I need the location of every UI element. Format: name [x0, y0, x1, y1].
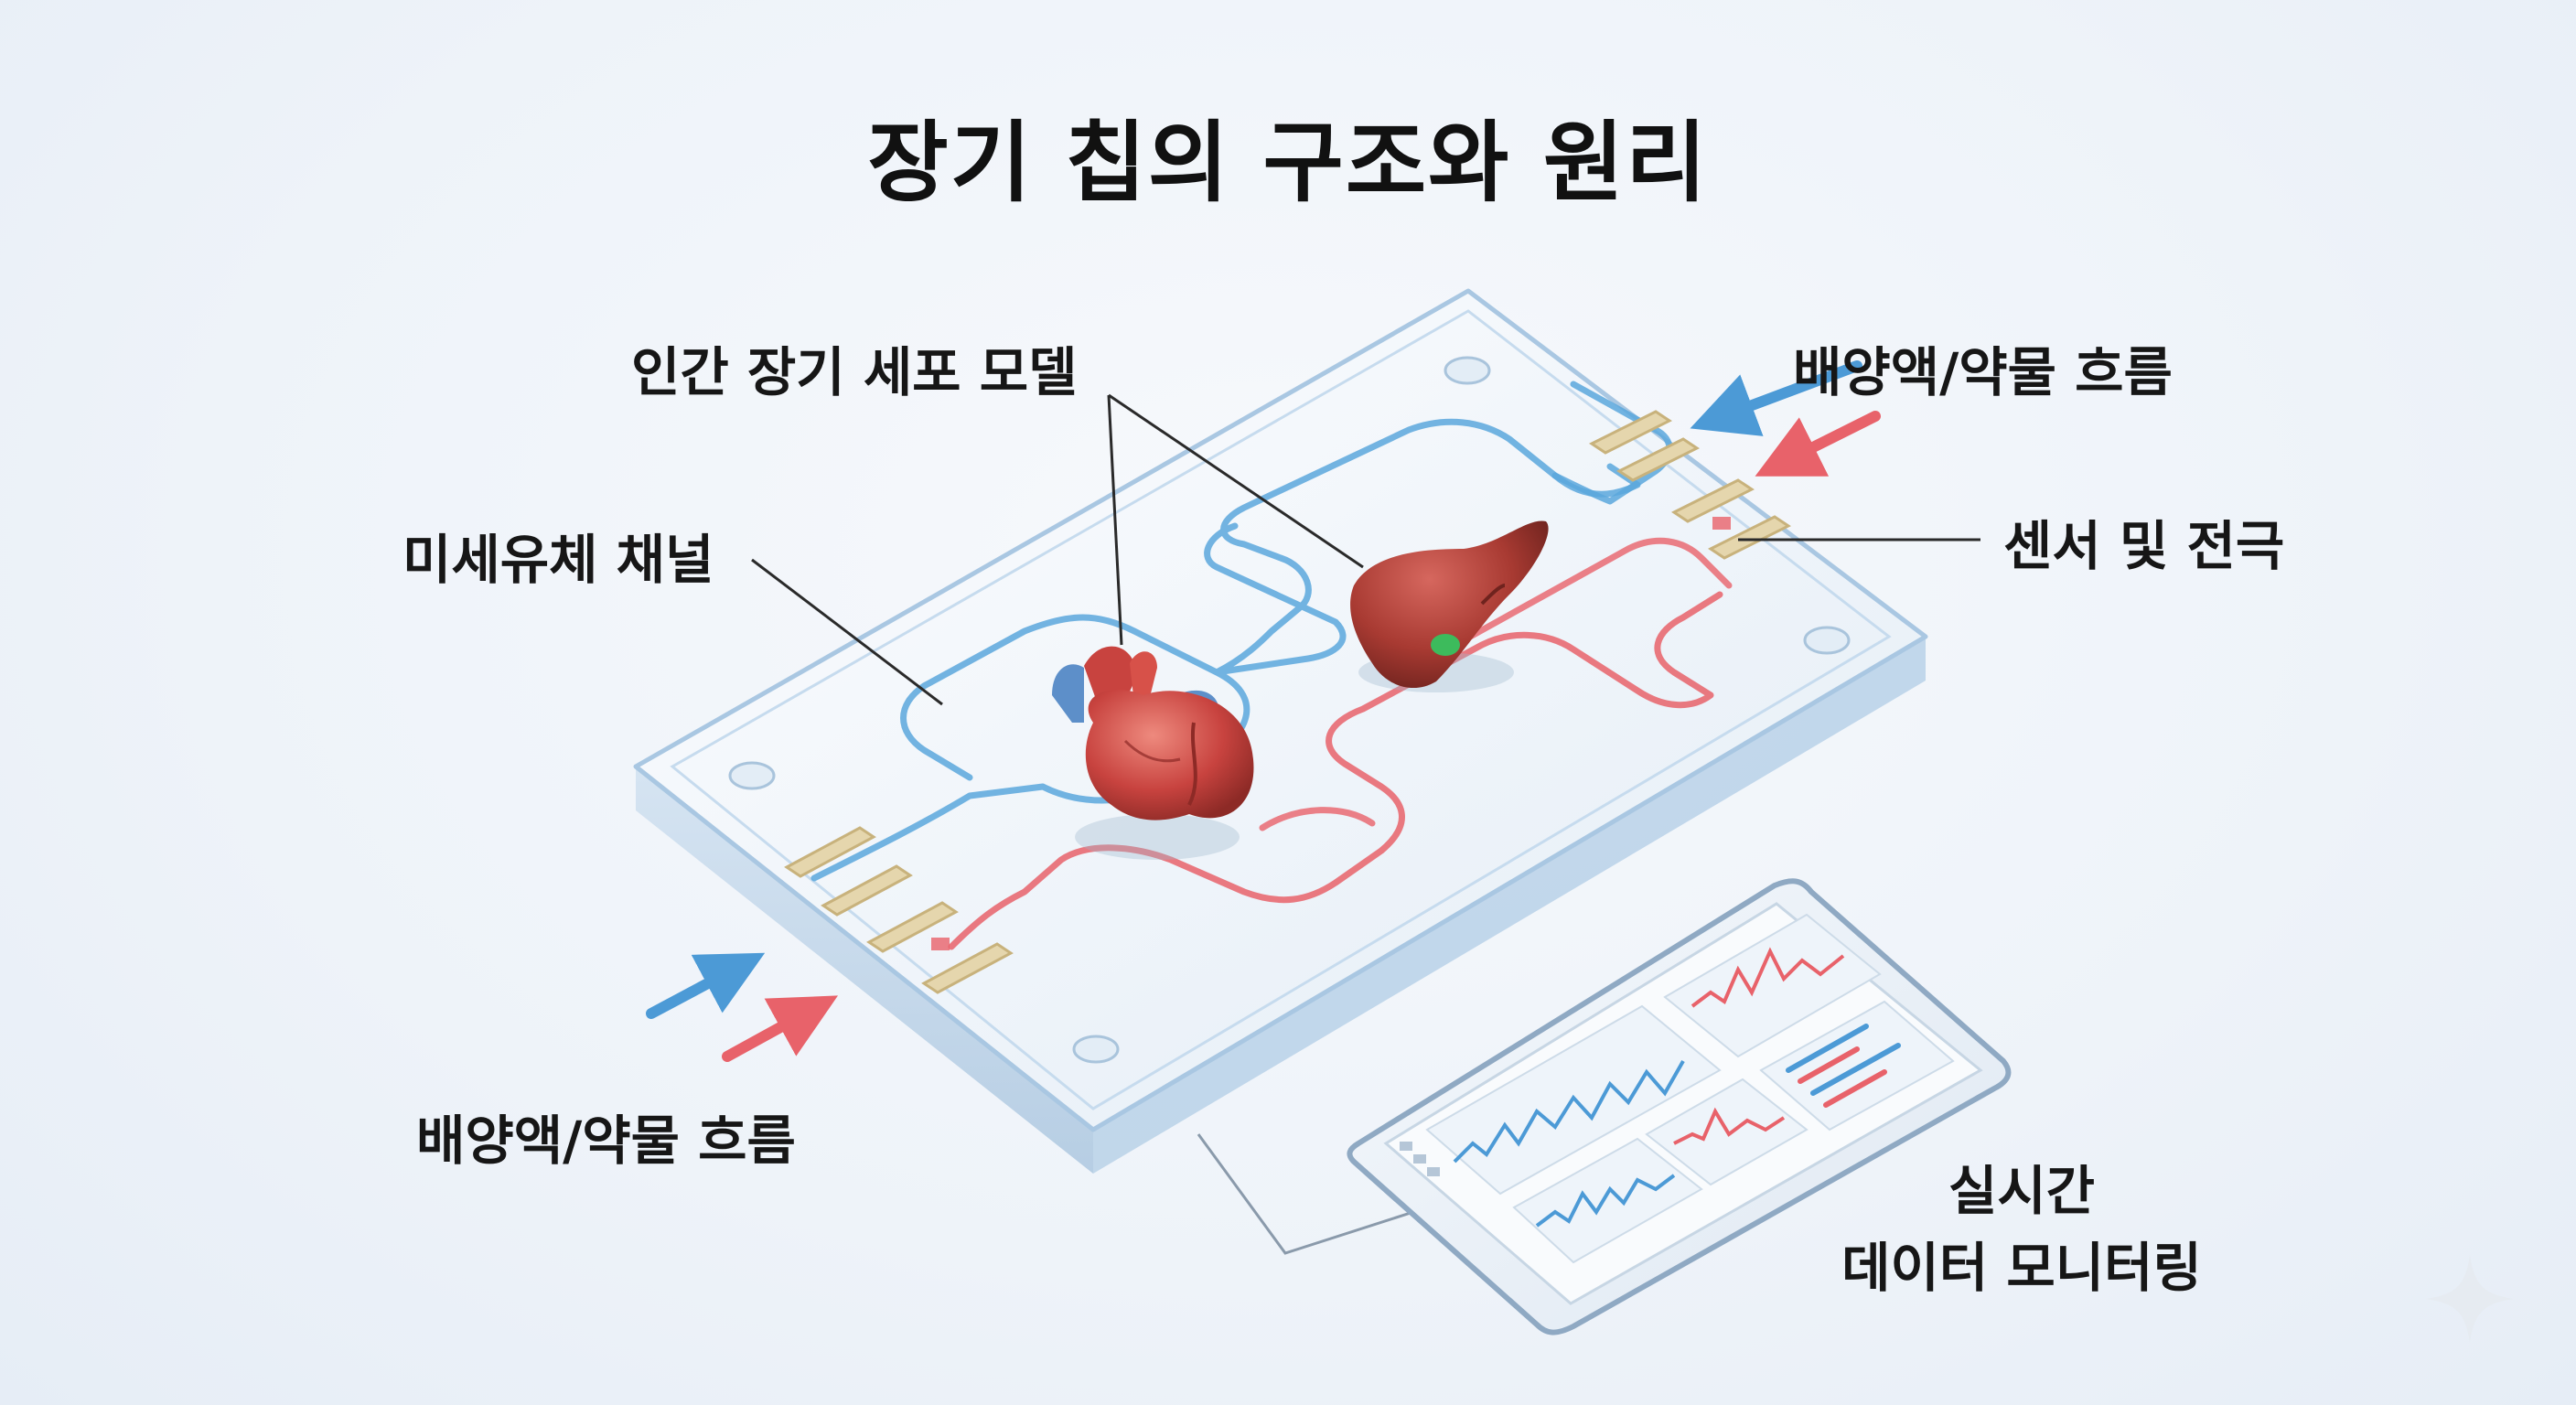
mounting-hole	[1072, 1035, 1120, 1064]
drug-flow-arrow	[722, 995, 839, 1062]
monitoring-tablet	[1347, 878, 2012, 1335]
electrode-pad	[1708, 515, 1791, 560]
electrodes	[784, 410, 1791, 994]
chip-side-front	[636, 767, 1093, 1174]
chip-side-right	[1093, 637, 1926, 1174]
sensor-chip	[1712, 517, 1731, 530]
label-sensors: 센서 및 전극	[2003, 515, 2285, 577]
callout-line-monitoring	[1197, 1133, 1414, 1255]
liver-organ-icon	[1350, 520, 1549, 692]
waveform-blue	[1453, 1060, 1685, 1164]
label-monitoring: 실시간 데이터 모니터링	[1784, 1148, 2259, 1302]
label-microfluidic-channel: 미세유체 채널	[402, 529, 714, 591]
waveform-red	[1690, 947, 1845, 1008]
flow-arrows-top	[1690, 360, 1881, 477]
label-flow-top: 배양액/약물 흐름	[1793, 341, 2173, 403]
medium-flow-arrow	[646, 952, 766, 1019]
heart-organ-icon	[1052, 646, 1254, 860]
sensor-chip	[931, 938, 950, 950]
electrode-pad	[1616, 437, 1700, 482]
electrode-pad	[921, 942, 1014, 994]
chart-panel	[1663, 913, 1882, 1058]
electrode-pad	[866, 901, 959, 953]
callout-line-cell-model-liver	[1108, 393, 1364, 569]
label-cell-model: 인간 장기 세포 모델	[631, 341, 1078, 403]
microfluidic-channel-blue	[810, 381, 1673, 882]
label-flow-bottom: 배양액/약물 흐름	[416, 1110, 796, 1172]
electrode-pad	[821, 864, 913, 917]
sparkle-icon	[2426, 1255, 2514, 1343]
medium-flow-arrow	[1690, 360, 1862, 436]
bar-readouts	[1786, 1024, 1901, 1108]
callout-line-channel	[751, 558, 943, 706]
chart-panel	[1512, 1137, 1703, 1264]
mounting-hole	[1444, 356, 1491, 385]
microfluidic-channel-red	[948, 537, 1733, 950]
organ-on-chip	[633, 288, 1928, 1174]
drug-flow-arrow	[1755, 411, 1881, 477]
electrode-pad	[784, 826, 876, 878]
callout-lines	[751, 393, 1980, 1255]
label-monitoring-line1: 실시간	[1948, 1160, 2096, 1222]
screen-nav-dots	[1400, 1142, 1440, 1176]
mounting-holes	[728, 356, 1851, 1064]
label-monitoring-line2: 데이터 모니터링	[1841, 1237, 2202, 1299]
waveform-blue-small	[1535, 1174, 1676, 1228]
electrode-pad	[1671, 478, 1755, 523]
mounting-hole	[1803, 626, 1851, 655]
chip-inner-rim	[670, 309, 1892, 1110]
flow-arrows-bottom	[646, 952, 839, 1062]
waveform-red-small	[1673, 1107, 1786, 1145]
diagram-title: 장기 칩의 구조와 원리	[867, 112, 1709, 214]
callout-line-cell-model-heart	[1107, 394, 1123, 646]
mounting-hole	[728, 761, 776, 790]
electrode-pad	[1589, 410, 1672, 455]
